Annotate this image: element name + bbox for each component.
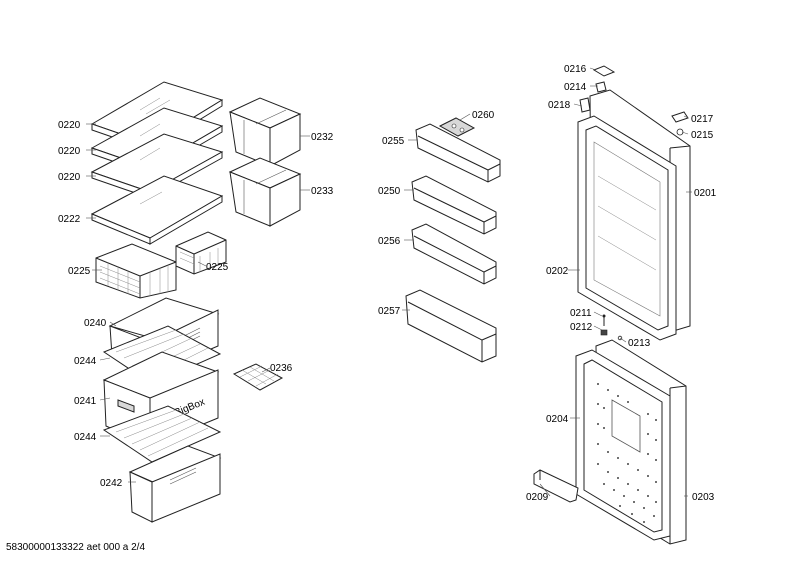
glass-shelf-4 — [90, 175, 224, 245]
bushing — [676, 128, 684, 136]
ice-cube-tray — [232, 363, 284, 391]
label-grid-shelf-2: 0244 — [74, 432, 97, 443]
label-side-cover: 0217 — [691, 114, 714, 125]
leader-lines — [86, 67, 692, 497]
label-butter-lid: 0260 — [472, 110, 495, 121]
label-handle: 0209 — [526, 492, 549, 503]
label-glass-shelf-1: 0220 — [58, 120, 81, 131]
door-shelf-1 — [415, 123, 501, 183]
label-hinge-cover: 0218 — [548, 100, 571, 111]
hinge-top — [595, 81, 607, 93]
label-glass-shelf-3: 0220 — [58, 172, 81, 183]
label-hinge-top: 0214 — [564, 82, 587, 93]
label-basket-right: 0225 — [206, 262, 229, 273]
label-grid-shelf-1: 0244 — [74, 356, 97, 367]
butter-compartment-lid — [438, 117, 476, 137]
grid-shelf-2 — [102, 405, 222, 463]
label-drawer-bottom: 0242 — [100, 478, 123, 489]
label-upper-door: 0201 — [694, 188, 717, 199]
label-upper-gasket: 0202 — [546, 266, 569, 277]
label-door-shelf-3: 0256 — [378, 236, 401, 247]
label-glass-shelf-4: 0222 — [58, 214, 81, 225]
document-footer-id: 58300000133322 aet 000 a 2/4 — [6, 542, 146, 553]
door-shelf-4 — [405, 289, 497, 363]
hinge-cover — [579, 97, 591, 113]
label-small-shelf-upper: 0232 — [311, 132, 334, 143]
label-lower-gasket: 0204 — [546, 414, 569, 425]
door-shelf-3 — [411, 223, 497, 285]
label-hinge-cap: 0216 — [564, 64, 587, 75]
label-drawer-top: 0240 — [84, 318, 107, 329]
small-shelf-upper — [228, 97, 302, 167]
label-ice-tray: 0236 — [270, 363, 293, 374]
door-shelf-2 — [411, 175, 497, 235]
hinge-pin-parts — [600, 314, 623, 341]
label-pin-a: 0211 — [570, 308, 592, 319]
hinge-cap — [592, 65, 616, 77]
label-small-shelf-lower: 0233 — [311, 186, 334, 197]
label-door-shelf-1: 0255 — [382, 136, 405, 147]
label-pin-b: 0212 — [570, 322, 593, 333]
crisper-basket-right — [175, 231, 227, 275]
label-pin-c: 0213 — [628, 338, 651, 349]
upper-door-gasket — [577, 115, 677, 341]
label-basket-left: 0225 — [68, 266, 91, 277]
label-bushing: 0215 — [691, 130, 714, 141]
label-door-shelf-4: 0257 — [378, 306, 401, 317]
door-handle — [533, 469, 579, 503]
small-shelf-lower — [228, 157, 302, 227]
label-lower-door: 0203 — [692, 492, 715, 503]
label-glass-shelf-2: 0220 — [58, 146, 81, 157]
label-drawer-middle: 0241 — [74, 396, 97, 407]
crisper-basket-left — [95, 243, 177, 299]
part-number-labels: 0220 0220 0220 0222 0225 0225 0232 0233 … — [58, 64, 717, 503]
lower-door-gasket — [575, 349, 671, 541]
freezer-drawer-bottom — [128, 445, 222, 523]
label-door-shelf-2: 0250 — [378, 186, 401, 197]
